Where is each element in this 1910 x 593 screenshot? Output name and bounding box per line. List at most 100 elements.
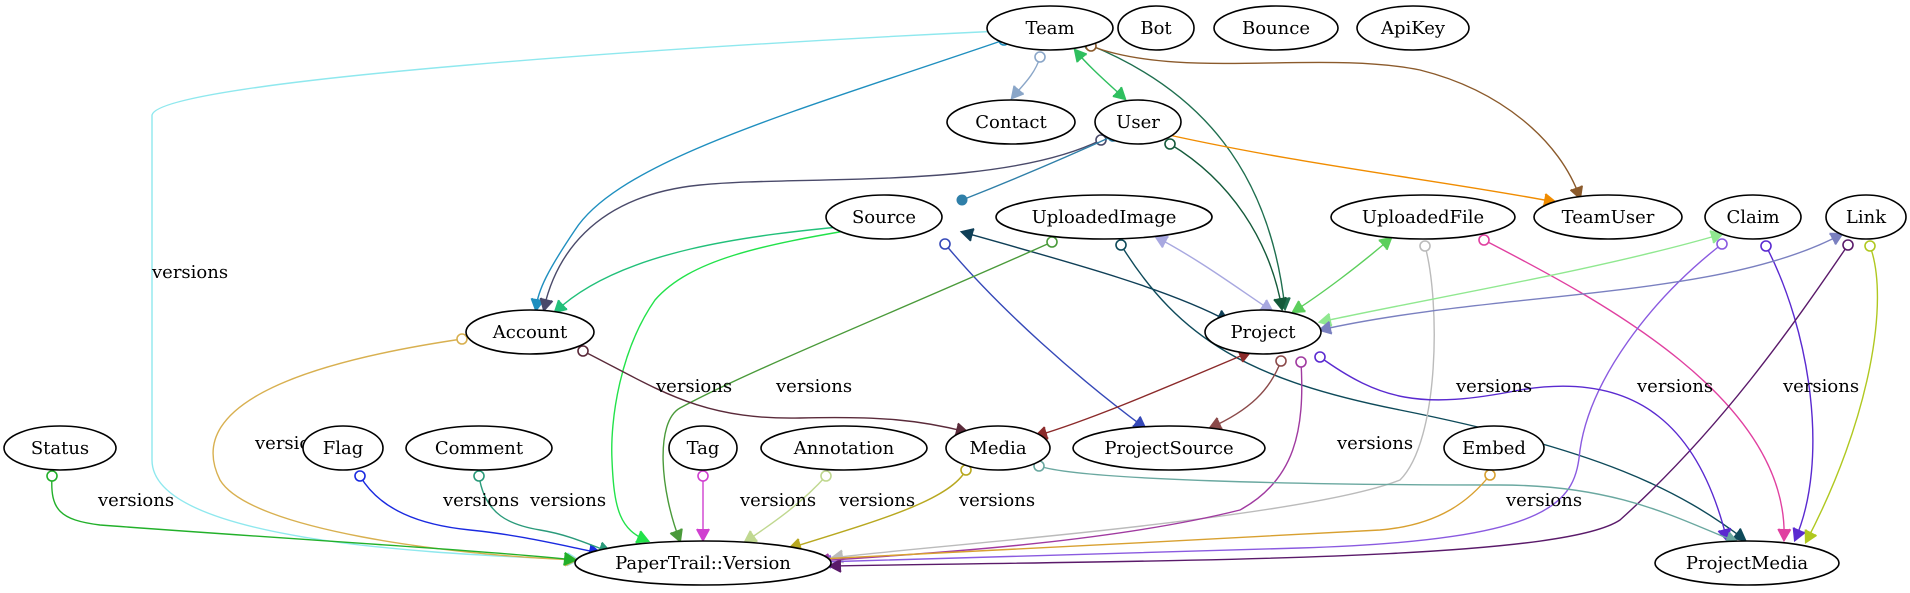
node-user-label: User: [1116, 112, 1160, 133]
user-project-edge-crow-marker: [1273, 296, 1287, 312]
account-version-edge-optional-marker: [456, 333, 468, 345]
node-comment[interactable]: Comment: [405, 425, 553, 471]
node-account[interactable]: Account: [465, 309, 595, 355]
comment-version-edge-label: versions: [529, 490, 606, 511]
source-version-edge-line: [611, 227, 864, 542]
claim-projectmedia-edge-crow-marker: [1792, 527, 1806, 543]
node-project-media-shape: [1654, 540, 1840, 586]
media-projectmedia-edge: [1033, 460, 1740, 545]
node-project[interactable]: Project: [1204, 309, 1322, 355]
node-source[interactable]: Source: [825, 194, 943, 240]
uploadedfile-version-edge-optional-marker: [1419, 240, 1431, 252]
user-teamuser-edge: [1145, 125, 1558, 207]
node-uploaded-image-label: UploadedImage: [1032, 207, 1177, 228]
node-uploaded-file-shape: [1330, 194, 1516, 240]
claim-projectmedia-edge-line: [1765, 245, 1814, 541]
node-project-shape: [1204, 309, 1322, 355]
link-project-edge: [1317, 232, 1845, 335]
source-version-edge-label: versions: [655, 376, 732, 397]
tag-version-edge-label: versions: [739, 490, 816, 511]
node-link-shape: [1825, 194, 1907, 240]
uploadedimage-version-edge-line: [662, 241, 1053, 542]
tag-version-edge-crow-marker: [696, 528, 710, 543]
uploadedfile-project-edge-crow-marker: [1291, 300, 1306, 314]
node-uploaded-file[interactable]: UploadedFile: [1330, 194, 1516, 240]
node-user[interactable]: User: [1094, 99, 1182, 145]
uploadedimage-version-edge-label: versions: [775, 376, 852, 397]
uploadedfile-projectmedia-edge-optional-marker: [1478, 234, 1490, 246]
user-source-edge-line: [961, 135, 1114, 201]
uploadedimage-projectmedia-edge-crow-marker: [1732, 528, 1747, 542]
user-project-edge: [1164, 138, 1287, 312]
source-project-edge-start-crow-marker: [959, 228, 975, 242]
node-project-source-shape: [1072, 425, 1266, 471]
uploadedfile-projectmedia-edge-crow-marker: [1777, 528, 1792, 543]
node-uploaded-image[interactable]: UploadedImage: [995, 194, 1213, 240]
link-version-edge-optional-marker: [1842, 239, 1854, 251]
embed-version-edge-optional-marker: [1484, 469, 1496, 481]
node-account-shape: [465, 309, 595, 355]
node-claim[interactable]: Claim: [1704, 194, 1802, 240]
node-claim-label: Claim: [1726, 207, 1779, 228]
node-user-shape: [1094, 99, 1182, 145]
flag-version-edge-optional-marker: [354, 470, 366, 482]
account-media-edge: [577, 345, 970, 437]
node-comment-label: Comment: [435, 438, 524, 459]
team-contact-edge: [1010, 51, 1046, 100]
node-status[interactable]: Status: [3, 425, 117, 471]
link-version-edge: [827, 239, 1854, 573]
project-projectmedia-edge-optional-marker: [1314, 351, 1326, 363]
user-account-edge-line: [543, 139, 1102, 309]
node-comment-shape: [405, 425, 553, 471]
node-status-label: Status: [31, 438, 89, 459]
node-team-user[interactable]: TeamUser: [1533, 194, 1683, 240]
node-contact[interactable]: Contact: [946, 99, 1076, 145]
embed-version-edge-line: [799, 474, 1491, 561]
node-bounce[interactable]: Bounce: [1213, 5, 1339, 51]
node-link[interactable]: Link: [1825, 194, 1907, 240]
source-account-edge: [553, 219, 866, 314]
claim-projectmedia-edge-optional-marker: [1760, 240, 1772, 252]
project-projectsource-edge-line: [1209, 360, 1282, 429]
project-version-edge-optional-marker: [1295, 356, 1307, 368]
claim-version-edge-line: [819, 243, 1723, 563]
team-account-edge: [530, 34, 1010, 313]
node-bot-label: Bot: [1140, 18, 1172, 39]
uploadedimage-project-edge: [1153, 235, 1274, 313]
user-source-edge-filled-marker: [956, 194, 968, 206]
node-tag[interactable]: Tag: [668, 425, 738, 471]
claim-version-edge-label: versions: [1636, 376, 1713, 397]
annotation-version-edge: [743, 470, 832, 544]
node-project-label: Project: [1230, 322, 1296, 343]
user-project-edge-optional-marker: [1164, 138, 1176, 150]
node-flag[interactable]: Flag: [302, 425, 384, 471]
source-version-edge-crow-marker: [635, 530, 651, 544]
node-apikey[interactable]: ApiKey: [1356, 5, 1470, 51]
media-projectmedia-edge-line: [1038, 465, 1738, 543]
node-team[interactable]: Team: [986, 5, 1114, 51]
source-projectsource-edge: [939, 238, 1147, 430]
node-annotation[interactable]: Annotation: [760, 425, 928, 471]
node-status-shape: [3, 425, 117, 471]
node-embed[interactable]: Embed: [1443, 425, 1545, 471]
node-bot[interactable]: Bot: [1117, 5, 1195, 51]
uploadedfile-project-edge-start-crow-marker: [1378, 236, 1393, 251]
team-user-edge-crow-marker: [1112, 86, 1127, 101]
node-paper-trail-version[interactable]: PaperTrail::Version: [574, 540, 832, 586]
node-contact-label: Contact: [975, 112, 1047, 133]
project-projectsource-edge: [1207, 355, 1287, 430]
claim-version-edge: [817, 238, 1728, 569]
node-link-label: Link: [1846, 207, 1887, 228]
uploadedfile-version-edge-line: [831, 245, 1435, 559]
node-paper-trail-version-label: PaperTrail::Version: [615, 553, 791, 574]
flag-version-edge: [354, 470, 603, 558]
uploadedimage-version-edge: [662, 236, 1058, 544]
uploadedimage-version-edge-optional-marker: [1046, 236, 1058, 248]
node-project-media[interactable]: ProjectMedia: [1654, 540, 1840, 586]
user-teamuser-edge-line: [1150, 130, 1556, 203]
node-media[interactable]: Media: [945, 425, 1051, 471]
node-bounce-label: Bounce: [1242, 18, 1310, 39]
node-project-source[interactable]: ProjectSource: [1072, 425, 1266, 471]
link-projectmedia-edge-line: [1805, 245, 1879, 543]
